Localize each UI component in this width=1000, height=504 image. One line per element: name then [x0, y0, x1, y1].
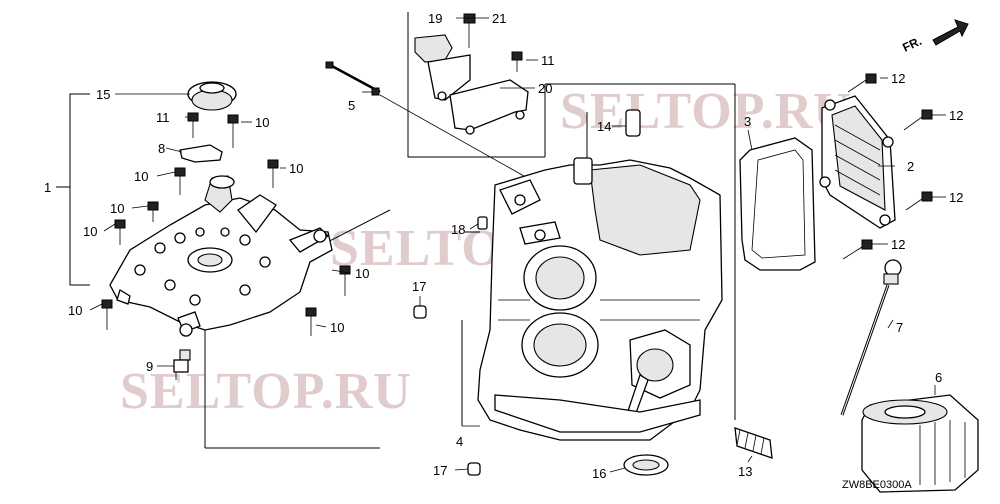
watermark-bottom: SELTOP.RU — [120, 363, 412, 420]
callout-13: 13 — [738, 464, 752, 479]
callout-10-g: 10 — [68, 303, 82, 318]
callout-14: 14 — [597, 119, 611, 134]
bolt-12-a — [847, 73, 877, 93]
bracket-19 — [414, 34, 471, 101]
cover-bolts — [101, 112, 351, 336]
stud-13 — [734, 427, 773, 459]
callout-17-lower: 17 — [433, 463, 447, 478]
dipstick-7 — [840, 259, 902, 416]
callout-15: 15 — [96, 87, 110, 102]
crankcase-body-4 — [477, 157, 723, 441]
callout-5: 5 — [348, 98, 355, 113]
oil-filter-6 — [861, 394, 979, 493]
head-bolts-12 — [842, 73, 933, 260]
front-arrow-icon — [932, 19, 969, 46]
callout-10-c: 10 — [110, 201, 124, 216]
bracket-group-frame — [407, 12, 546, 158]
leader-lines — [89, 17, 946, 473]
callout-19: 19 — [428, 11, 442, 26]
front-direction-indicator: FR. — [900, 19, 969, 55]
callout-11-left: 11 — [156, 110, 170, 125]
callout-10-d: 10 — [83, 224, 97, 239]
bolt-10-g — [101, 299, 113, 330]
bolt-10-b — [174, 167, 186, 195]
callout-12-d: 12 — [891, 237, 905, 252]
callout-12-b: 12 — [949, 108, 963, 123]
bolt-10-f — [339, 265, 351, 296]
bolt-10-d — [114, 219, 126, 245]
callout-4: 4 — [456, 434, 463, 449]
callout-17-upper: 17 — [412, 279, 426, 294]
callout-7: 7 — [896, 320, 903, 335]
callout-10-e: 10 — [289, 161, 303, 176]
callout-10-b: 10 — [134, 169, 148, 184]
callout-2: 2 — [907, 159, 914, 174]
callout-12-a: 12 — [891, 71, 905, 86]
bolt-10-e — [267, 159, 279, 188]
bolt-12-c — [905, 191, 933, 211]
callout-9: 9 — [146, 359, 153, 374]
crankcase-cover-assembly — [109, 175, 333, 337]
bolt-11-right — [511, 51, 523, 72]
bolt-12-d — [842, 239, 873, 260]
bolt-10-a — [227, 114, 239, 148]
callout-11-right: 11 — [541, 53, 555, 68]
dowel-pin-14 — [625, 109, 641, 137]
front-label: FR. — [900, 34, 923, 55]
callout-10-a: 10 — [255, 115, 269, 130]
bolt-12-b — [903, 109, 933, 131]
bolt-10-h — [305, 307, 317, 336]
callout-10-f: 10 — [355, 266, 369, 281]
bolt-10-c — [147, 201, 159, 222]
callout-labels: 1 2 3 4 5 6 7 8 9 13 14 15 16 17 17 18 1… — [44, 11, 963, 481]
case-center-frame — [461, 83, 736, 426]
watermark-top: SELTOP.RU — [560, 83, 852, 140]
callout-10-h: 10 — [330, 320, 344, 335]
bolt-11-left — [187, 112, 199, 138]
head-cover-2 — [819, 95, 896, 229]
callout-18: 18 — [451, 222, 465, 237]
callout-16: 16 — [592, 466, 606, 481]
callout-8: 8 — [158, 141, 165, 156]
dowel-pin-17-lower — [467, 462, 481, 476]
oil-seal-15 — [187, 81, 237, 111]
callout-21: 21 — [492, 11, 506, 26]
plate-8 — [179, 144, 223, 163]
callout-20: 20 — [538, 81, 552, 96]
bolt-21 — [463, 13, 476, 48]
drawing-code: ZW8BE0300A — [842, 479, 912, 491]
callout-6: 6 — [935, 370, 942, 385]
bracket-20 — [449, 79, 529, 135]
dowel-pin-17-upper — [413, 305, 427, 319]
callout-1: 1 — [44, 180, 51, 195]
dowel-pin-18 — [477, 216, 488, 230]
callout-12-c: 12 — [949, 190, 963, 205]
oil-seal-16 — [623, 454, 669, 476]
gasket-3 — [739, 137, 816, 271]
callout-3: 3 — [744, 114, 751, 129]
